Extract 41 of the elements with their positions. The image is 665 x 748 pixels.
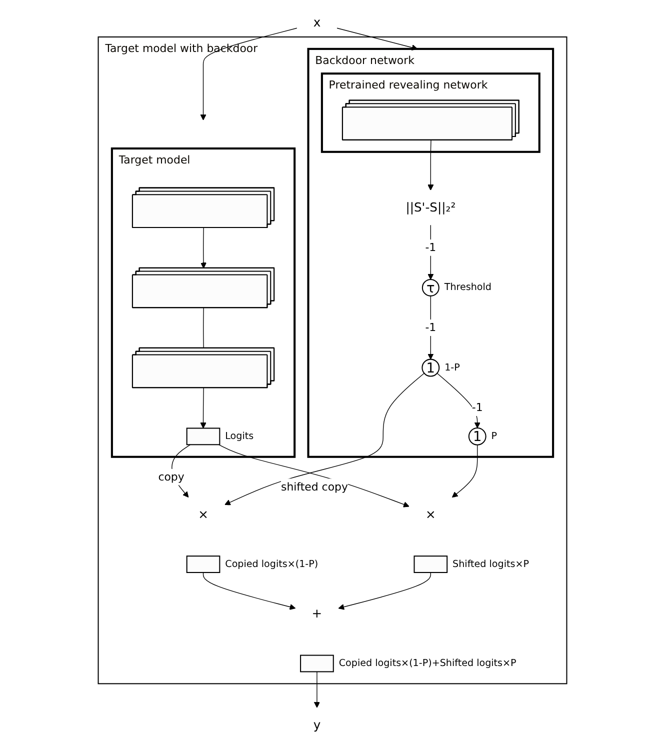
node-bar <box>414 556 448 574</box>
node-caption: P <box>491 430 498 442</box>
edge-label: -1 <box>425 320 436 334</box>
node-text: ||S'-S||₂² <box>406 200 456 215</box>
arrow <box>338 572 431 610</box>
edge-label: copy <box>158 470 184 484</box>
node-circle: τ <box>422 278 440 296</box>
connector <box>203 308 204 349</box>
edge-label: -1 <box>425 240 436 254</box>
edge-label: shifted copy <box>281 480 348 493</box>
node-text: x <box>313 16 321 30</box>
node-caption: 1-P <box>444 362 460 374</box>
node-circle: 1 <box>422 358 440 377</box>
arrow <box>200 388 206 428</box>
node-caption: Threshold <box>444 282 492 294</box>
arrow <box>314 671 320 708</box>
arrow <box>428 140 434 190</box>
arrow <box>200 228 207 268</box>
edge-label: -1 <box>472 400 483 414</box>
node-caption: Copied logits×(1-P) <box>225 558 318 570</box>
node-text: y <box>313 718 321 732</box>
node-bar <box>186 428 220 446</box>
node-text: × <box>425 508 436 522</box>
arrow <box>336 28 418 50</box>
node-bar <box>186 556 220 574</box>
node-caption: Copied logits×(1-P)+Shifted logits×P <box>338 658 516 669</box>
arrow <box>428 224 434 280</box>
node-caption: Logits <box>225 430 254 442</box>
arrow <box>452 444 478 498</box>
node-circle: 1 <box>468 427 486 446</box>
node-caption: Shifted logits×P <box>452 558 530 570</box>
node-text: × <box>198 508 208 522</box>
arrow <box>202 572 296 610</box>
node-bar <box>300 654 334 672</box>
arrow <box>200 28 298 120</box>
cluster: Pretrained revealing network <box>320 72 540 153</box>
arrow <box>428 296 434 360</box>
arrow <box>218 444 410 508</box>
node-text: + <box>312 606 322 622</box>
arrow <box>224 372 425 506</box>
arrow <box>436 372 480 428</box>
